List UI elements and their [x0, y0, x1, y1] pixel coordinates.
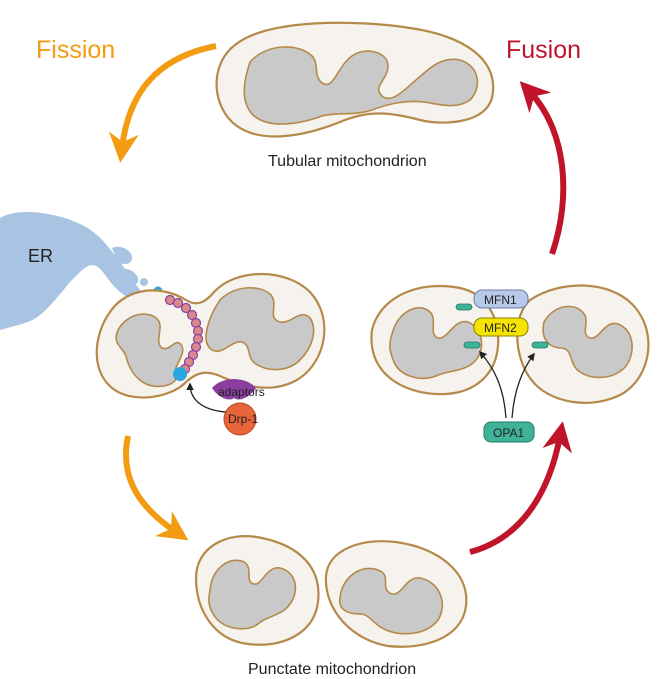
- fission-title: Fission: [36, 36, 115, 64]
- adaptor-shape: [212, 379, 256, 400]
- mfn1-protein: [473, 289, 529, 309]
- drp1-recruit-arrow: [186, 382, 227, 413]
- tubular-mitochondrion: [215, 21, 495, 138]
- adaptor-contact-dot: [173, 367, 187, 381]
- opa1-arrow-left: [478, 350, 507, 419]
- opa1-marker: [455, 303, 473, 311]
- fusing-mitochondrion-left: [370, 284, 500, 396]
- opa1-marker: [531, 341, 549, 349]
- opa1-marker: [463, 341, 481, 349]
- tubular-label: Tubular mitochondrion: [268, 153, 427, 170]
- punctate-mitochondrion-left: [194, 535, 320, 646]
- endoplasmic-reticulum: [0, 211, 163, 330]
- punctate-label: Punctate mitochondrion: [248, 661, 416, 678]
- opa1-protein: [483, 421, 535, 443]
- mfn2-label: MFN2: [484, 321, 517, 335]
- fusion-title: Fusion: [506, 36, 581, 64]
- mfn1-label: MFN1: [484, 293, 517, 307]
- opa1-label: OPA1: [493, 426, 524, 440]
- drp1-spiral-ring: [164, 294, 204, 375]
- drp1-protein: [223, 402, 257, 436]
- fissioning-mitochondrion: [95, 273, 326, 399]
- punctate-mitochondrion-right: [324, 540, 468, 648]
- opa1-arrow-right: [511, 352, 535, 419]
- adaptors-label: adaptors: [218, 385, 265, 399]
- mfn2-protein: [473, 317, 529, 337]
- er-label: ER: [28, 246, 53, 266]
- fusion-arrow-bottom: [469, 421, 572, 555]
- fusion-arrow-top: [519, 81, 567, 255]
- fission-arrow-bottom: [123, 435, 189, 541]
- fission-arrow-top: [108, 43, 217, 163]
- fusing-mitochondrion-right: [516, 284, 650, 404]
- drp1-label: Drp-1: [228, 412, 258, 426]
